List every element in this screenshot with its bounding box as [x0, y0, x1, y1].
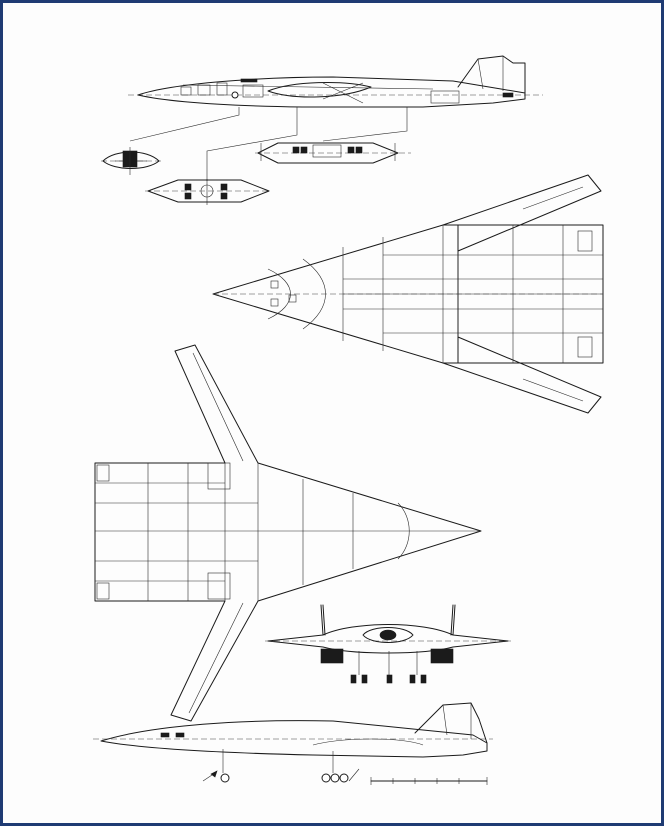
section-aft: [255, 142, 411, 164]
side-elevation-top: [128, 55, 543, 181]
scale-bar: [370, 777, 488, 785]
section-mid: [145, 179, 271, 205]
plan-wings-swept: [212, 174, 604, 414]
front-elevation: [265, 604, 511, 684]
three-view-drawing: [93, 55, 604, 785]
plan-wings-spread: [94, 344, 482, 722]
side-elevation-bottom: [93, 702, 493, 785]
section-forward: [101, 147, 161, 175]
